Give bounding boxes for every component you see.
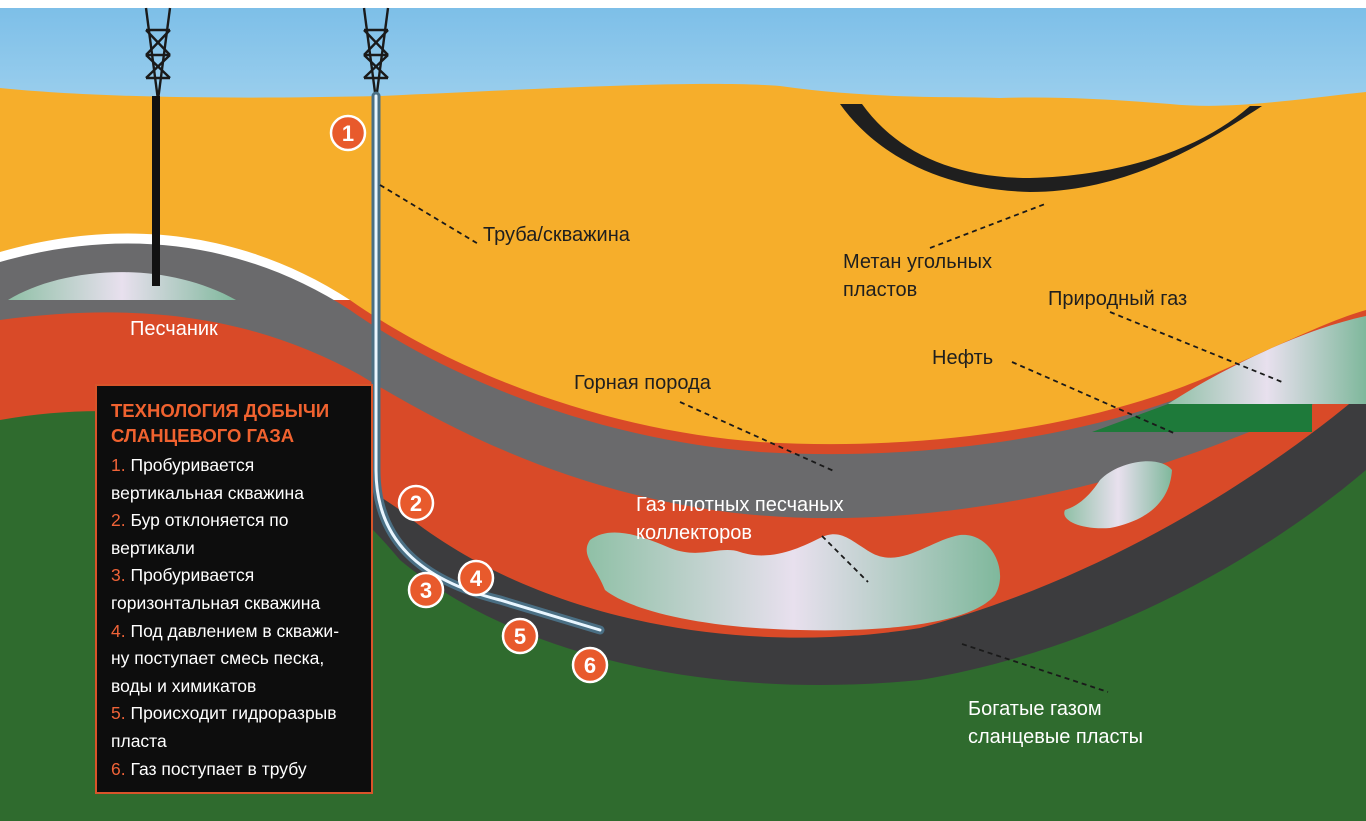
gas-pocket-small [1064,461,1172,529]
legend-step-2: 2. Бур отклоняется по вертикали [111,510,289,558]
rock-layer [0,83,1366,445]
leader-tight-gas [821,535,869,583]
legend-title: ТЕХНОЛОГИЯ ДОБЫЧИ СЛАНЦЕВОГО ГАЗА [111,400,330,446]
svg-text:6: 6 [584,653,596,678]
pipe-left [152,96,160,286]
legend-step-1: 1. Пробуривается вертикальная скважина [111,455,304,503]
leader-rock [679,401,837,473]
svg-text:3: 3 [420,578,432,603]
label-natural-gas: Природный газ [1048,288,1187,310]
leader-coal [929,203,1046,249]
leader-pipe [379,184,481,246]
step-marker-6: 6 [571,646,609,684]
legend-step-3: 3. Пробуривается горизонтальная скважина [111,565,321,613]
svg-text:4: 4 [470,566,483,591]
coal-seam [840,104,1262,192]
drilling-rig-left [144,7,172,101]
step-marker-5: 5 [501,617,539,655]
tight-gas-reservoir [586,532,1001,631]
natural-gas-pocket [1168,316,1366,404]
leader-natural-gas [1109,311,1283,383]
label-rock: Горная порода [574,372,712,394]
step-marker-1: 1 [329,114,367,152]
legend-step-4: 4. Под давлением в скважи- ну поступает … [111,620,340,696]
leader-shale [961,643,1109,693]
svg-text:2: 2 [410,491,422,516]
leader-oil [1011,361,1177,435]
svg-text:1: 1 [342,121,354,146]
gray-layer [0,243,1366,519]
legend-box: ТЕХНОЛОГИЯ ДОБЫЧИ СЛАНЦЕВОГО ГАЗА 1. Про… [95,384,373,794]
label-sandstone: Песчаник [130,318,218,340]
step-marker-2: 2 [397,484,435,522]
svg-text:5: 5 [514,624,526,649]
label-oil: Нефть [932,347,993,369]
legend-step-6: 6. Газ поступает в трубу [111,758,307,779]
oil-layer [1092,404,1312,432]
label-pipe: Труба/скважина [483,224,631,246]
sandstone-gas-pocket [8,272,236,300]
step-marker-3: 3 [407,571,445,609]
step-marker-4: 4 [457,559,495,597]
legend-step-5: 5. Происходит гидроразрыв пласта [111,703,337,751]
drilling-rig-right [362,7,390,101]
